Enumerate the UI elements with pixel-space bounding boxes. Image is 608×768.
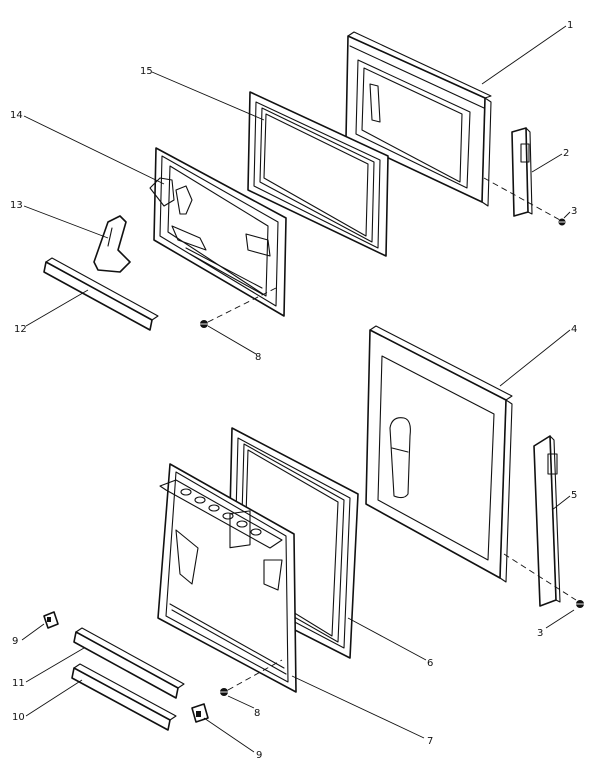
label-part-3-lower: 3	[537, 628, 543, 639]
part-15-freezer-gasket	[247, 91, 389, 257]
label-part-6: 6	[427, 658, 433, 669]
part-labels: 1 2 3 15 14 13 12 8 4 5 3 6 7 8 9 11 10 …	[10, 20, 577, 761]
part-14-freezer-door-liner	[149, 147, 287, 317]
label-part-5: 5	[571, 490, 577, 501]
leader-lines	[21, 25, 575, 753]
part-7-fresh-food-door-liner	[157, 463, 297, 693]
label-part-9-right: 9	[256, 750, 262, 761]
label-part-8-upper: 8	[255, 352, 261, 363]
part-8-screw-lower	[220, 688, 228, 696]
part-3-screw-upper	[558, 218, 566, 226]
label-part-13: 13	[10, 200, 23, 211]
part-11-fresh-food-shelf-bar	[73, 627, 185, 699]
label-part-12: 12	[14, 324, 27, 335]
label-part-3-upper: 3	[571, 206, 577, 217]
part-10-fresh-food-shelf-bar	[71, 663, 177, 731]
label-part-9-left: 9	[12, 636, 18, 647]
label-part-14: 14	[10, 110, 23, 121]
part-1-freezer-door-outer-panel	[345, 31, 492, 207]
assembly-lines	[207, 177, 577, 691]
label-part-2: 2	[563, 148, 569, 159]
label-part-7: 7	[427, 736, 433, 747]
part-13-ice-scoop	[93, 215, 131, 273]
part-4-fresh-food-door-outer-panel	[365, 325, 513, 583]
label-part-4: 4	[571, 324, 577, 335]
part-12-freezer-door-shelf-bar	[43, 257, 159, 331]
label-part-10: 10	[12, 712, 25, 723]
label-part-15: 15	[140, 66, 153, 77]
part-2-hinge-strip-upper	[511, 127, 533, 217]
part-5-hinge-strip-lower	[533, 435, 561, 607]
label-part-8-lower: 8	[254, 708, 260, 719]
label-part-11: 11	[12, 678, 25, 689]
part-9-shelf-end-cap	[43, 611, 209, 723]
part-3-screw-lower	[576, 600, 584, 608]
part-8-screw-upper	[200, 320, 208, 328]
label-part-1: 1	[567, 20, 573, 31]
